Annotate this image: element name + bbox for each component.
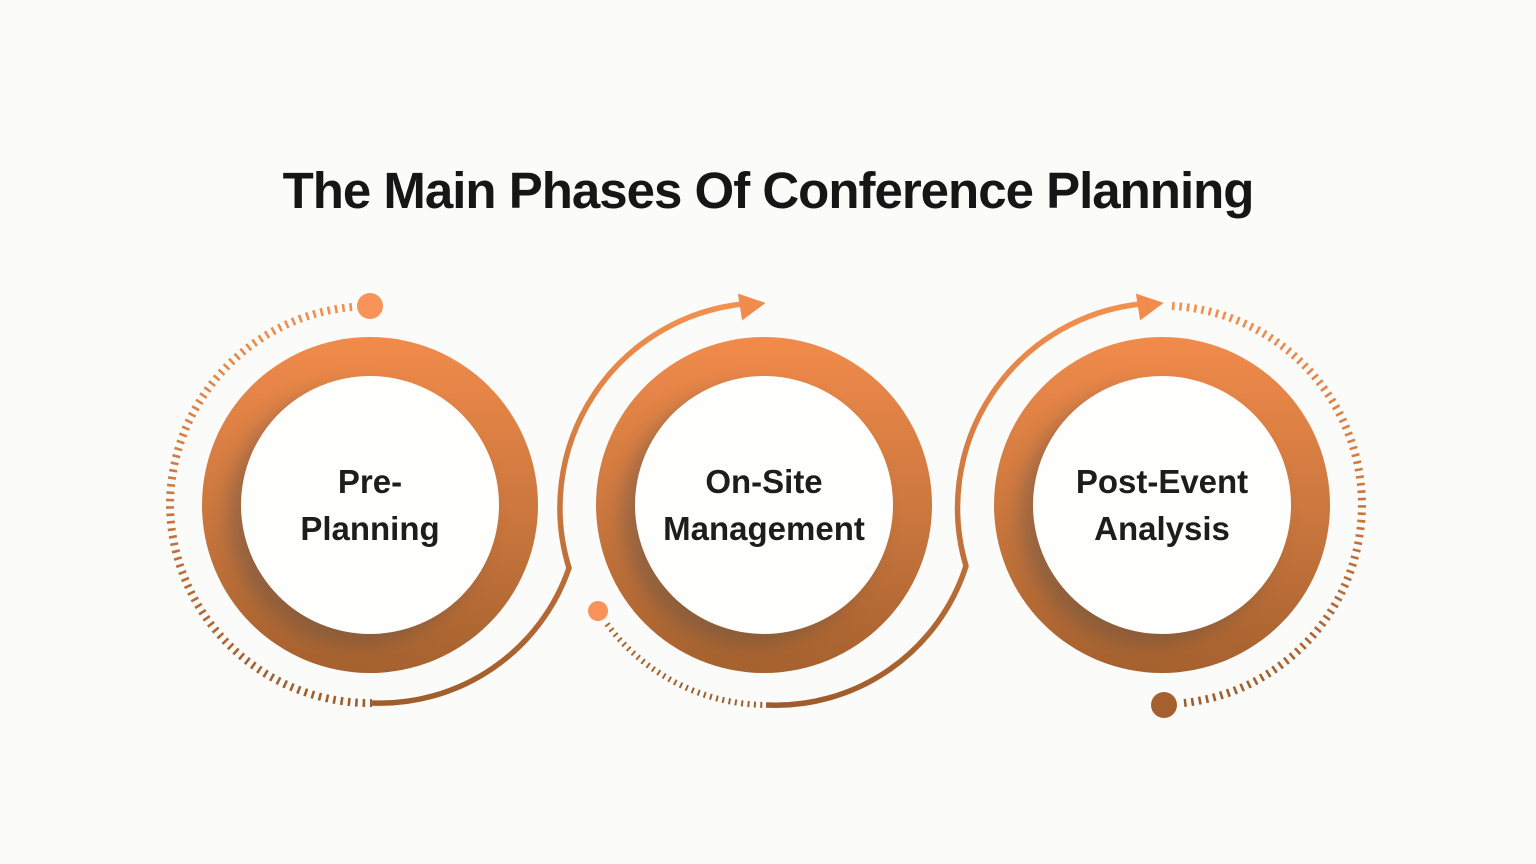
phase-label-line: On-Site: [705, 463, 823, 500]
orbit-dashed-arc-2: [604, 622, 767, 708]
phase-inner-circle: On-Site Management: [635, 376, 893, 634]
arrow-right-icon: [1135, 293, 1164, 321]
end-dot-icon: [1151, 692, 1177, 718]
flow-connector-1: [371, 301, 743, 706]
orbit-dashed-arc-1: [165, 303, 373, 708]
phase-label-line: Pre-: [337, 463, 403, 500]
phase-ring: Post-Event Analysis: [994, 337, 1330, 673]
phase-on-site-management: On-Site Management: [596, 337, 932, 673]
phase-ring: Pre- Planning: [202, 337, 538, 673]
phase-label-line: Post-Event: [1075, 463, 1249, 500]
flow-segment-2: [588, 293, 1164, 708]
phase-inner-circle: Pre- Planning: [241, 376, 499, 634]
phase-pre-planning: Pre- Planning: [202, 337, 538, 673]
start-dot-icon: [357, 293, 383, 319]
mid-dot-icon: [588, 601, 608, 621]
arrow-right-icon: [737, 293, 766, 321]
phase-label-line: Analysis: [1094, 510, 1230, 547]
page-title: The Main Phases Of Conference Planning: [282, 161, 1255, 219]
phase-ring: On-Site Management: [596, 337, 932, 673]
phase-inner-circle: Post-Event Analysis: [1033, 376, 1291, 634]
phase-label-line: Management: [663, 510, 865, 547]
flow-segment-1: [165, 293, 766, 708]
phase-label-line: Planning: [300, 510, 440, 547]
phase-post-event-analysis: Post-Event Analysis: [994, 337, 1330, 673]
flow-connector-2: [765, 301, 1141, 708]
flow-segment-3: [1151, 302, 1367, 718]
